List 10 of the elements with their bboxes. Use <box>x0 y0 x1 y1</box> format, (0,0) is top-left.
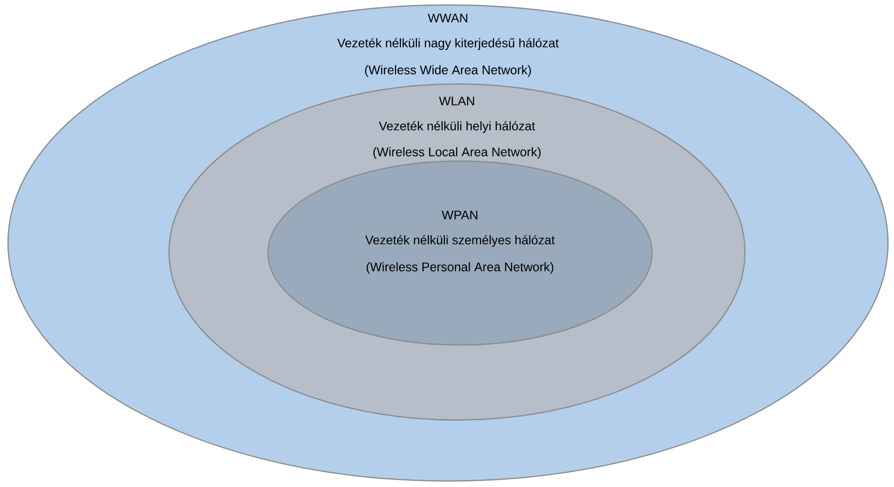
ellipse-subtitle: (Wireless Wide Area Network) <box>365 65 531 77</box>
ellipse-title: WPAN <box>442 210 478 220</box>
ellipse-description: Vezeték nélküli helyi hálózat <box>378 121 536 133</box>
ellipse-title: WLAN <box>439 96 474 106</box>
ellipse-title: WWAN <box>428 14 468 22</box>
network-ellipse <box>267 160 653 346</box>
ellipse-description: Vezeték nélküli személyes hálózat <box>365 235 555 247</box>
ellipse-subtitle: (Wireless Local Area Network) <box>373 147 541 159</box>
ellipse-subtitle: (Wireless Personal Area Network) <box>366 262 554 274</box>
ellipse-description: Vezeték nélküli nagy kiterjedésű hálózat <box>337 38 559 50</box>
